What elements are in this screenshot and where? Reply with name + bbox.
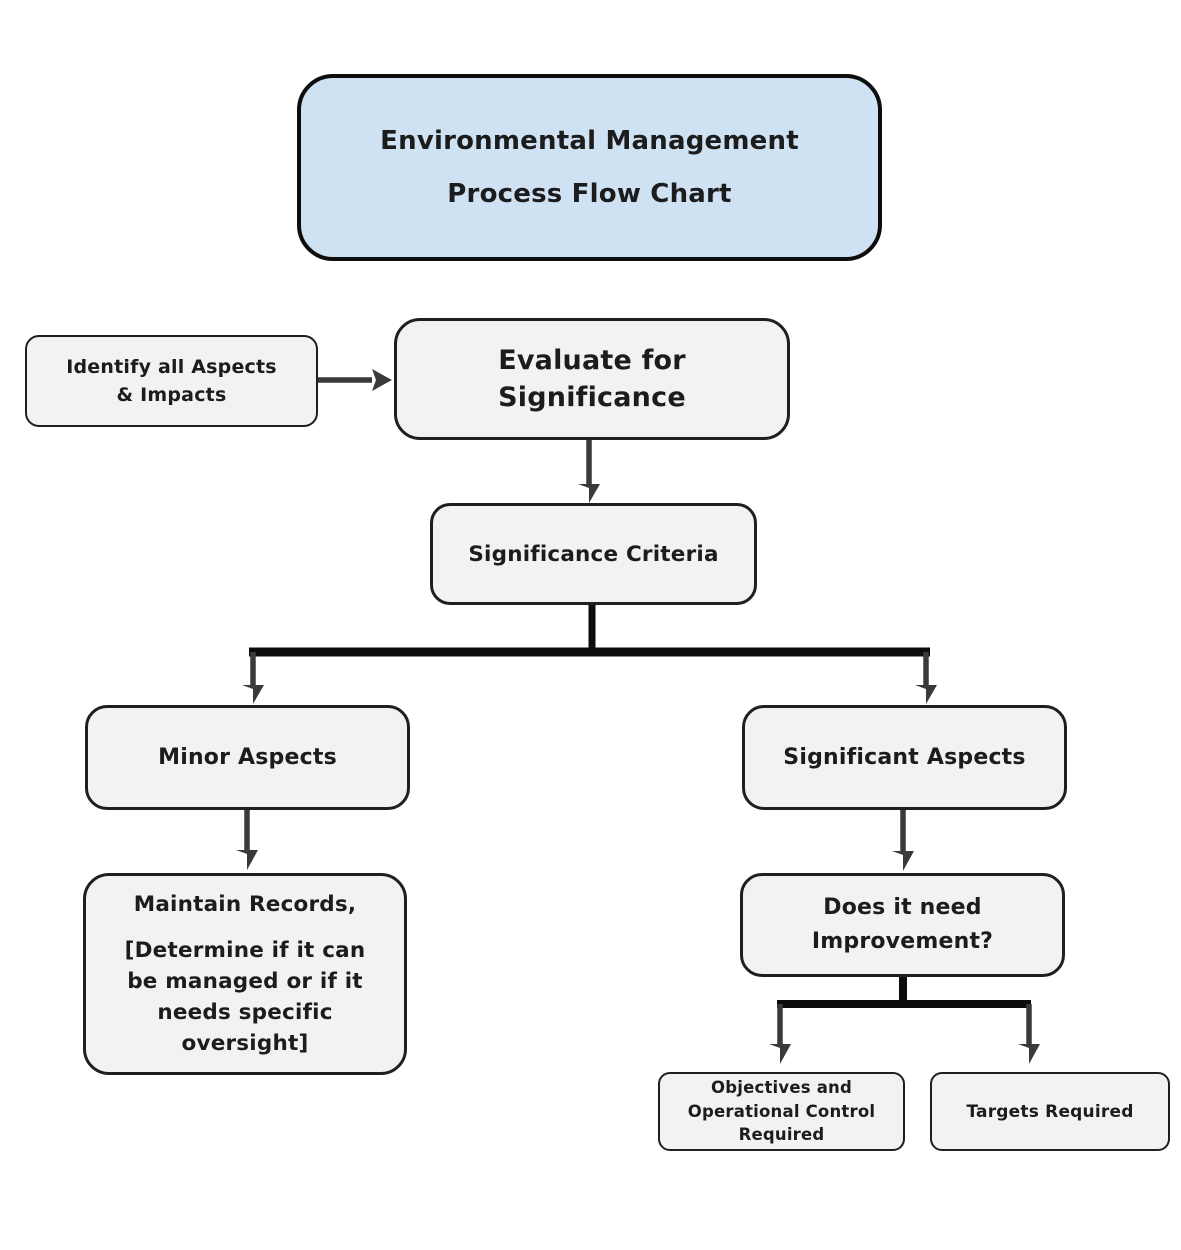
- node-label: Minor Aspects: [158, 745, 337, 770]
- down-arrowhead-icon: [1018, 1044, 1040, 1064]
- node-label: Required: [738, 1125, 825, 1145]
- connector-criteria-split: [249, 605, 930, 657]
- down-arrowhead-icon: [892, 851, 914, 871]
- node-targets-required: Targets Required: [930, 1072, 1170, 1151]
- node-objectives-operational-control: Objectives and Operational Control Requi…: [658, 1072, 905, 1151]
- node-label: Significance: [498, 382, 686, 413]
- node-label-heading: Maintain Records,: [133, 891, 357, 917]
- node-label: needs specific: [157, 1000, 333, 1026]
- node-label: Evaluate for: [498, 344, 686, 376]
- arrow-split-to-targets: [1018, 1004, 1040, 1064]
- arrow-split-to-minor: [242, 652, 264, 704]
- node-significant-aspects: Significant Aspects: [742, 705, 1067, 810]
- node-minor-aspects: Minor Aspects: [85, 705, 410, 810]
- node-label: Does it need: [823, 894, 982, 920]
- node-label: Significance Criteria: [468, 541, 719, 567]
- node-label: Targets Required: [966, 1101, 1134, 1122]
- node-label: [Determine if it can: [124, 937, 366, 963]
- node-maintain-records: Maintain Records, [Determine if it can b…: [83, 873, 407, 1075]
- down-arrowhead-icon: [242, 685, 264, 704]
- arrow-identify-to-evaluate: [318, 369, 392, 391]
- node-identify-aspects: Identify all Aspects & Impacts: [25, 335, 318, 427]
- node-label: Operational Control: [687, 1101, 876, 1121]
- down-arrowhead-icon: [578, 484, 600, 503]
- node-significance-criteria: Significance Criteria: [430, 503, 757, 605]
- arrow-split-to-objectives: [769, 1004, 791, 1064]
- node-label: Significant Aspects: [783, 745, 1026, 770]
- arrow-split-to-significant: [915, 652, 937, 704]
- down-arrowhead-icon: [769, 1044, 791, 1064]
- down-arrowhead-icon: [236, 850, 258, 870]
- node-label: be managed or if it: [127, 968, 363, 994]
- node-label: oversight]: [181, 1031, 309, 1057]
- arrow-significant-to-improvement: [892, 810, 914, 871]
- right-arrowhead-icon: [372, 369, 392, 391]
- arrow-evaluate-to-criteria: [578, 440, 600, 503]
- node-label: Improvement?: [811, 929, 994, 954]
- node-label: Identify all Aspects: [66, 355, 277, 378]
- arrow-minor-to-maintain: [236, 810, 258, 870]
- node-needs-improvement: Does it need Improvement?: [740, 873, 1065, 977]
- title-line-1: Environmental Management: [380, 126, 799, 156]
- node-evaluate-significance: Evaluate for Significance: [394, 318, 790, 440]
- node-label: Objectives and: [710, 1078, 852, 1098]
- node-label: & Impacts: [116, 384, 227, 406]
- title-box: Environmental Management Process Flow Ch…: [297, 74, 882, 261]
- connector-improvement-split: [777, 977, 1031, 1008]
- title-line-2: Process Flow Chart: [447, 179, 732, 209]
- down-arrowhead-icon: [915, 685, 937, 704]
